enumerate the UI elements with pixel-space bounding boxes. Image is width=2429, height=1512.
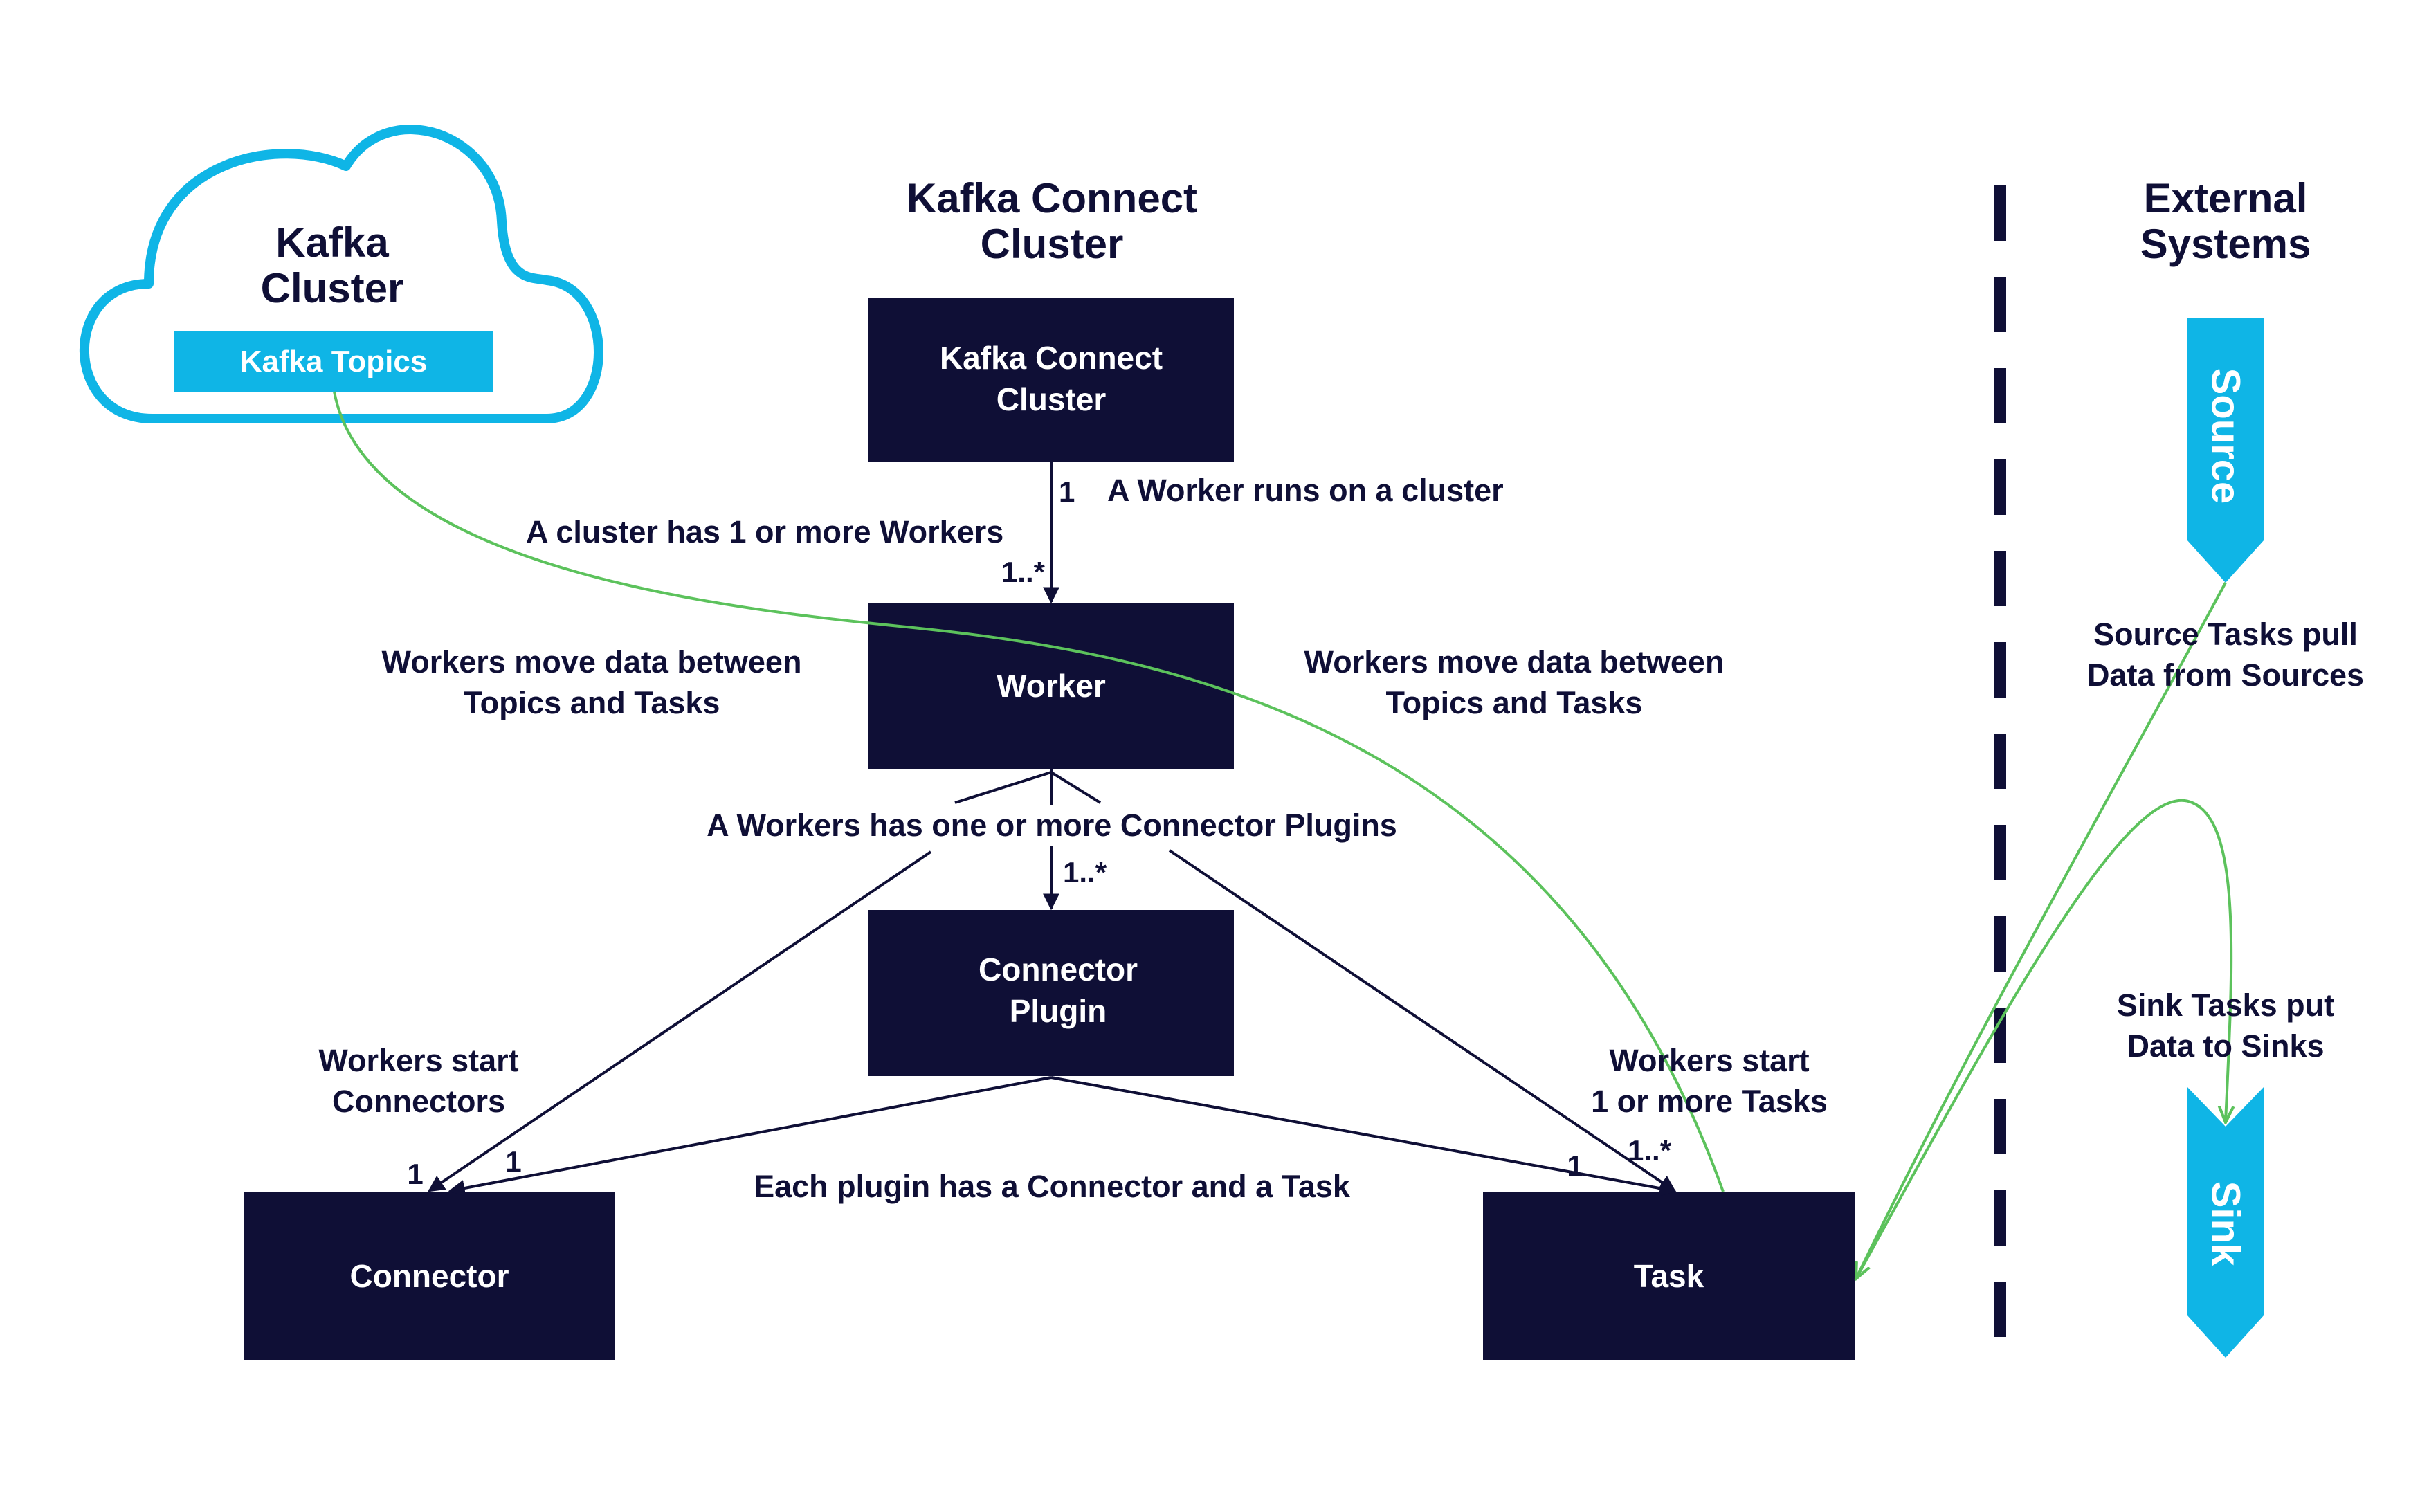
task-to-sink-flow [1855, 799, 2231, 1279]
plugin-to-task-arrow [1050, 1076, 1677, 1196]
worker-box [868, 603, 1234, 769]
source-arrow-shape [2187, 318, 2264, 583]
kafka-connect-cluster-box [868, 298, 1234, 462]
connector-plugin-box [868, 910, 1234, 1076]
kafka-topics-box [174, 331, 493, 392]
sink-arrow-shape [2187, 1086, 2264, 1358]
worker-to-connector-arrow-line [428, 850, 932, 1192]
source-to-task-flow [1856, 582, 2227, 1279]
worker-to-task-arrow [1050, 771, 1102, 804]
worker-to-connector-arrow [954, 771, 1052, 804]
worker-to-task-arrow-line [1168, 849, 1676, 1192]
connector-box [244, 1192, 615, 1360]
plugin-to-connector-arrow [448, 1076, 1052, 1196]
topics-to-task-flow [333, 391, 1725, 1192]
task-box [1483, 1192, 1855, 1360]
